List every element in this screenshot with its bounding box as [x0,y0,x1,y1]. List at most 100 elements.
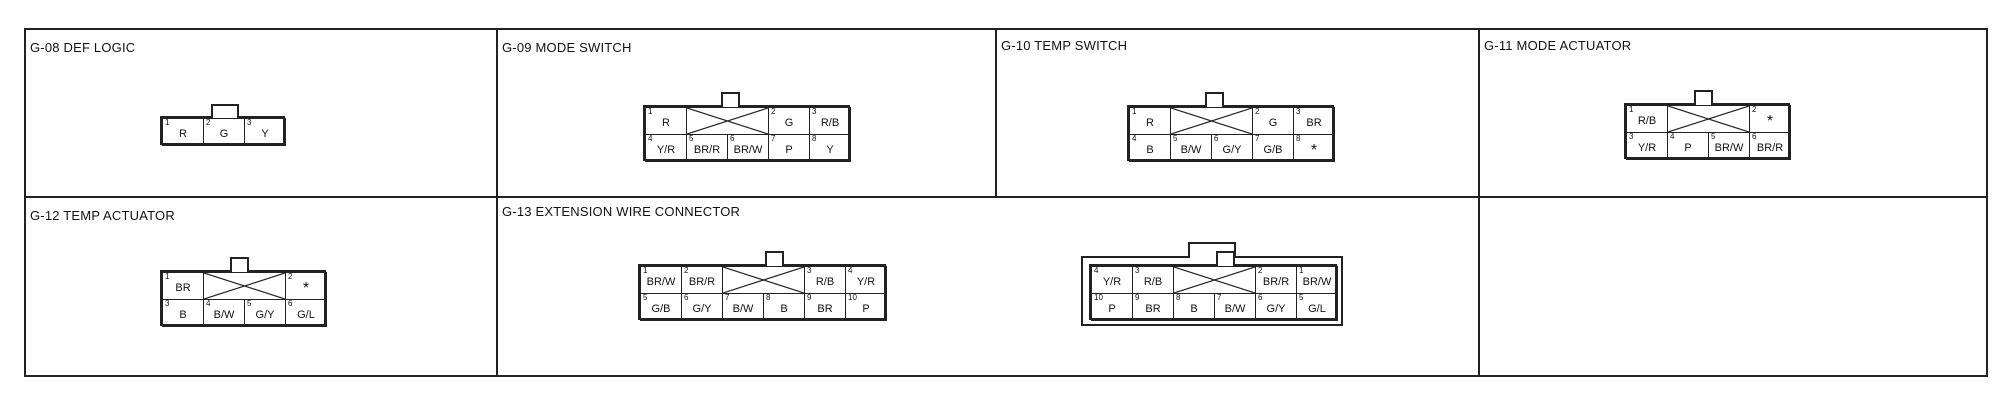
wire-color-label: G/L [297,309,315,321]
pin-number: 1 [1629,105,1634,114]
wire-color-label: G/Y [692,303,712,315]
wire-color-label: BR/W [733,144,763,156]
connector-lock-tab [1694,90,1713,105]
wire-color-label: G/B [1263,144,1283,156]
wire-color-label: G [1268,117,1278,129]
panel-title-g09: G-09 MODE SWITCH [502,40,632,55]
pin-number: 3 [165,299,170,308]
pin-number: 3 [1135,266,1140,275]
wire-color-label: * [1310,142,1318,159]
wire-color-label: BR/R [1262,276,1290,288]
column-divider [1478,30,1480,375]
pin-number: 6 [1752,132,1757,141]
wire-color-label: R/B [1637,115,1657,127]
wire-color-label: BR [1306,117,1322,129]
pin-number: 9 [1135,293,1140,302]
pin-number: 2 [1255,107,1260,116]
wire-color-label: Y/R [856,276,876,288]
pin-number: 6 [730,134,735,143]
pin-number: 8 [812,134,817,143]
connector-lock-tab [230,257,249,272]
wire-color-label: G [784,117,794,129]
pin-number: 2 [684,266,689,275]
wire-color-label: Y [826,144,834,156]
column-divider [995,30,997,196]
pin-number: 10 [1094,293,1103,302]
pin-number: 4 [1670,132,1675,141]
wire-color-label: B [1190,303,1198,315]
pin-cell: 8* [1293,134,1335,162]
pin-number: 5 [1299,293,1304,302]
wire-color-label: * [302,280,310,297]
wire-color-label: G/Y [255,309,275,321]
wire-color-label: Y [261,128,269,140]
wire-color-label: R/B [820,117,840,129]
wire-color-label: BR/W [1302,276,1332,288]
pin-number: 8 [1296,134,1301,143]
pin-number: 6 [684,293,689,302]
pin-number: 10 [848,293,857,302]
pin-number: 5 [1711,132,1716,141]
panel-title-g13: G-13 EXTENSION WIRE CONNECTOR [502,204,741,219]
pin-number: 7 [1217,293,1222,302]
wire-color-label: BR [817,303,833,315]
wire-color-label: B/W [1224,303,1246,315]
wire-color-label: R [179,128,187,140]
pin-number: 2 [1258,266,1263,275]
connector-diagram-frame: G-08 DEF LOGIC G-09 MODE SWITCH G-10 TEM… [24,28,1988,377]
wire-color-label: P [1108,303,1116,315]
pin-number: 8 [1176,293,1181,302]
wire-color-label: Y/R [656,144,676,156]
pin-number: 3 [812,107,817,116]
wire-color-label: Y/R [1637,142,1657,154]
pin-number: 2 [206,118,211,127]
wire-color-label: B/W [1180,144,1202,156]
wire-color-label: G [219,128,229,140]
wire-color-label: B/W [213,309,235,321]
pin-number: 7 [771,134,776,143]
pin-number: 1 [648,107,653,116]
connector-lock-tab [721,92,740,107]
unused-cavity [1173,266,1256,294]
pin-number: 3 [1629,132,1634,141]
wire-color-label: G/B [651,303,671,315]
connector-lock-tab [765,251,784,266]
connector-lock-tab [1216,251,1235,266]
pin-number: 1 [1299,266,1304,275]
panel-title-g12: G-12 TEMP ACTUATOR [30,208,175,223]
wire-color-label: R/B [1143,276,1163,288]
wire-color-label: BR/W [646,276,676,288]
wire-color-label: BR/R [688,276,716,288]
pin-number: 4 [206,299,211,308]
pin-number: 6 [1214,134,1219,143]
panel-title-g08: G-08 DEF LOGIC [30,40,136,55]
